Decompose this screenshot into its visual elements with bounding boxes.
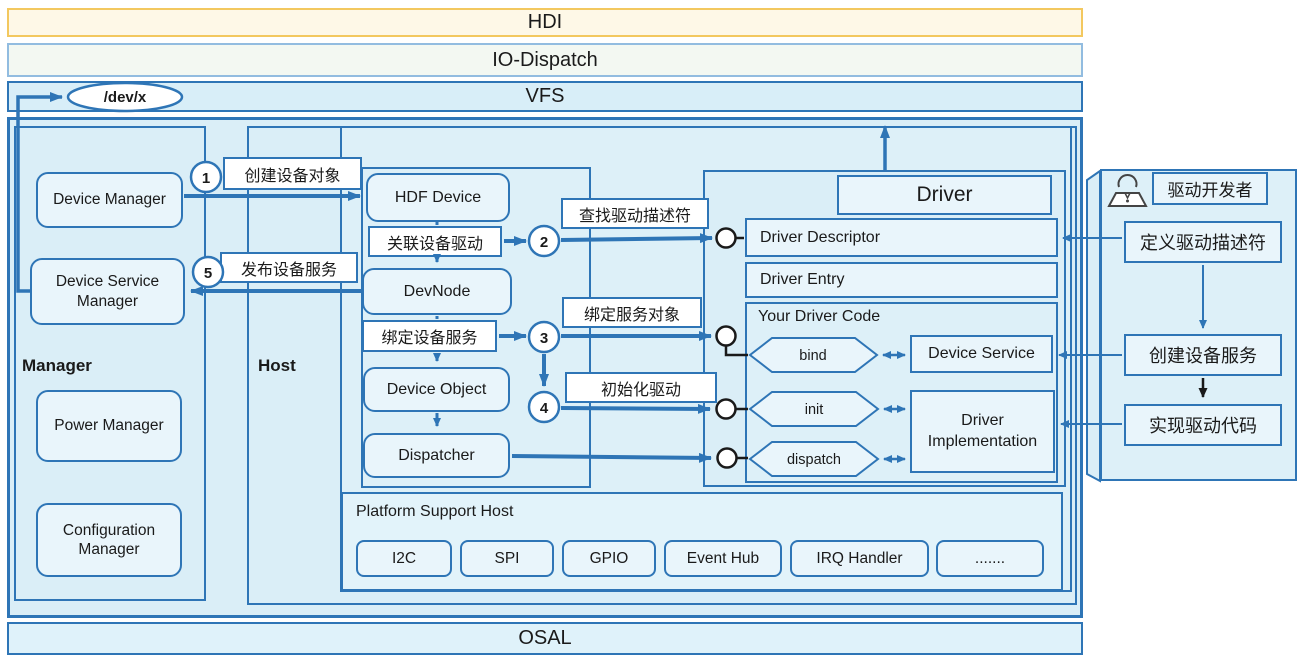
layer-vfs-label: VFS: [525, 85, 565, 107]
platform-module-event-hub: Event Hub: [664, 540, 782, 577]
step-5-label-box: 发布设备服务: [220, 252, 358, 283]
devnode-box: DevNode: [362, 268, 512, 315]
device-object-box: Device Object: [363, 367, 510, 412]
configuration-manager-box: Configuration Manager: [36, 503, 182, 577]
step-2-label-box: 查找驱动描述符: [561, 198, 709, 229]
power-manager-box: Power Manager: [36, 390, 182, 462]
step-4-label-box: 初始化驱动: [565, 372, 717, 403]
platform-module-irq-handler: IRQ Handler: [790, 540, 929, 577]
step-1-label-box: 创建设备对象: [223, 157, 362, 190]
device-service-box: Device Service: [910, 335, 1053, 373]
platform-module-more: .......: [936, 540, 1044, 577]
layer-osal-label: OSAL: [518, 627, 572, 649]
platform-module-i2c: I2C: [356, 540, 452, 577]
platform-support-host-title: Platform Support Host: [356, 503, 514, 520]
associate-device-driver-box: 关联设备驱动: [368, 226, 502, 257]
define-driver-descriptor-box: 定义驱动描述符: [1124, 221, 1282, 263]
layer-osal: OSAL: [7, 622, 1083, 655]
driver-descriptor-box: Driver Descriptor: [745, 218, 1058, 257]
driver-title-box: Driver: [837, 175, 1052, 215]
manager-panel-label: Manager: [22, 356, 92, 375]
driver-entry-box: Driver Entry: [745, 262, 1058, 298]
device-manager-box: Device Manager: [36, 172, 183, 228]
implement-driver-code-box: 实现驱动代码: [1124, 404, 1282, 446]
layer-io-dispatch-label: IO-Dispatch: [492, 48, 598, 71]
layer-hdi-label: HDI: [527, 11, 563, 33]
driver-implementation-box: Driver Implementation: [910, 390, 1055, 473]
hdf-device-box: HDF Device: [366, 173, 510, 222]
device-service-manager-box: Device Service Manager: [30, 258, 185, 325]
layer-vfs: VFS: [7, 81, 1083, 112]
platform-module-spi: SPI: [460, 540, 554, 577]
dispatcher-box: Dispatcher: [363, 433, 510, 478]
your-driver-code-title: Your Driver Code: [758, 308, 881, 325]
bind-device-service-box: 绑定设备服务: [362, 320, 497, 352]
driver-developer-box: 驱动开发者: [1152, 172, 1268, 205]
developer-panel-spine: [1086, 169, 1101, 483]
step-3-label-box: 绑定服务对象: [562, 297, 702, 328]
layer-io-dispatch: IO-Dispatch: [7, 43, 1083, 77]
layer-hdi: HDI: [7, 8, 1083, 37]
platform-module-gpio: GPIO: [562, 540, 656, 577]
host-panel-label: Host: [258, 356, 296, 375]
create-device-service-box: 创建设备服务: [1124, 334, 1282, 376]
